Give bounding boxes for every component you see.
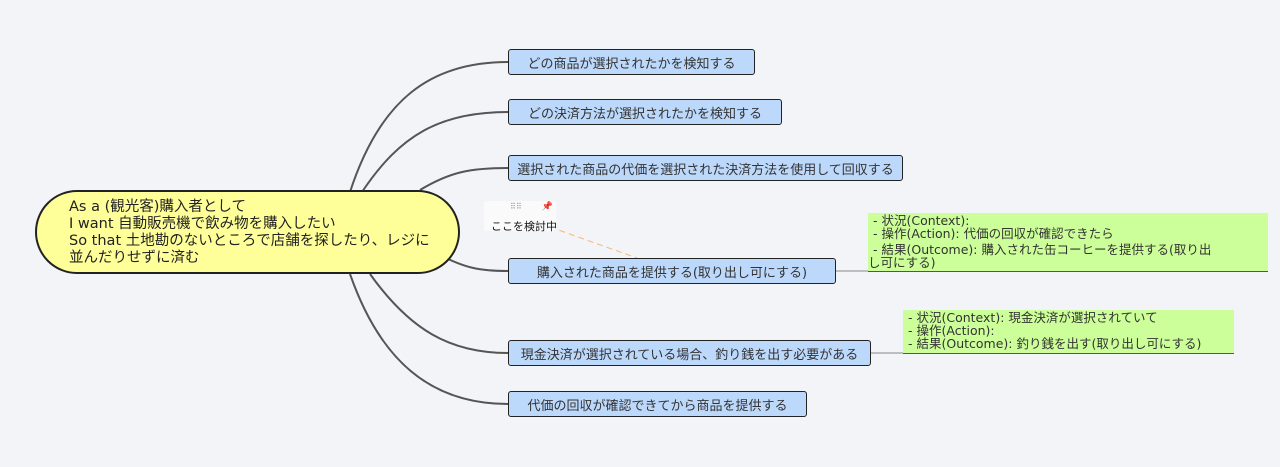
note-node[interactable]: - 状況(Context): 現金決済が選択されていて - 操作(Action)… [903, 310, 1234, 354]
branch-node[interactable]: 選択された商品の代価を選択された決済方法を使用して回収する [508, 155, 903, 181]
note-line: - 結果(Outcome): 購入された缶コーヒーを提供する(取り出 [873, 242, 1212, 257]
branch-node[interactable]: どの商品が選択されたかを検知する [508, 49, 755, 75]
root-line: I want 自動販売機で飲み物を購入したい [69, 216, 336, 232]
root-line: 並んだりせずに済む [69, 250, 200, 266]
root-line: So that 土地勘のないところで店舗を探したり、レジに [69, 233, 430, 249]
note-line: - 操作(Action): 代価の回収が確認できたら [873, 226, 1114, 241]
root-node-user-story[interactable]: As a (観光客)購入者として I want 自動販売機で飲み物を購入したい … [35, 190, 460, 274]
drag-handle-icon[interactable]: ⠿⠿ [510, 202, 522, 211]
sticky-note[interactable]: ⠿⠿ 📌 ここを検討中 [484, 201, 557, 233]
note-line: し可にする) [868, 255, 936, 270]
note-line: - 状況(Context): [873, 213, 970, 228]
note-line: - 操作(Action): [908, 323, 995, 338]
branch-node[interactable]: 現金決済が選択されている場合、釣り銭を出す必要がある [508, 340, 871, 366]
branch-node[interactable]: どの決済方法が選択されたかを検知する [508, 99, 782, 125]
sticky-note-text: ここを検討中 [491, 220, 557, 233]
note-line: - 結果(Outcome): 釣り銭を出す(取り出し可にする) [908, 336, 1202, 351]
root-line: As a (観光客)購入者として [69, 199, 246, 215]
note-line: - 状況(Context): 現金決済が選択されていて [908, 310, 1158, 325]
note-node[interactable]: - 状況(Context): - 操作(Action): 代価の回収が確認できた… [868, 213, 1268, 272]
pin-icon[interactable]: 📌 [541, 202, 553, 212]
branch-node[interactable]: 購入された商品を提供する(取り出し可にする) [508, 258, 836, 284]
branch-node[interactable]: 代価の回収が確認できてから商品を提供する [508, 391, 807, 417]
